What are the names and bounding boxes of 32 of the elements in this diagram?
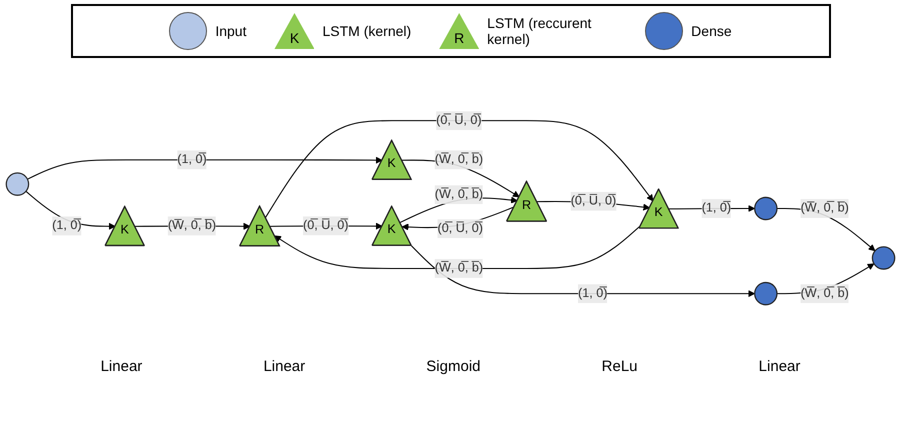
node-circle [872,246,896,270]
legend-label: LSTM (reccurent kernel) [487,15,592,47]
edge-label: (0̅, U̅, 0̅) [570,194,616,208]
layer-activation-label: Linear [263,358,306,375]
layer-activation-label: Linear [758,358,800,375]
edge-label: (W̅, 0̅, b̅) [434,152,484,166]
edge-label: (W̅, 0̅, b̅) [434,188,484,201]
edge-label: (W̅, 0̅, b̅) [434,261,484,275]
edge-label: (0̅, U̅, 0̅) [438,222,483,235]
arrow [265,120,654,218]
arrow [411,245,755,298]
edge-label: (0̅, U̅, 0̅) [303,218,348,232]
edge-label: (1, 0̅) [702,201,732,215]
layer-activation-label: ReLu [602,358,638,375]
edge-label: (1, 0̅) [578,286,608,300]
triangle-swatch: K [274,13,314,49]
triangle-swatch: R [439,13,480,49]
arrow [27,156,383,180]
edge-label: (1, 0̅) [177,152,207,166]
layer-activation-label: Linear [100,358,142,375]
edge-label: (0̅, U̅, 0̅) [436,114,482,127]
edge-label: (W̅, 0̅, b̅) [168,218,216,232]
edge-label: (1, 0̅) [52,218,82,232]
legend-label: Input [215,23,246,39]
node-circle [754,282,778,306]
layer-activation-label: Sigmoid [426,358,480,375]
edge-label: (W̅, 0̅, b̅) [800,201,849,215]
legend-label: Dense [691,23,732,39]
edge-label: (W̅, 0̅, b̅) [800,286,849,300]
node-circle [754,196,778,220]
legend-label: LSTM (kernel) [322,23,412,39]
node-circle [6,172,30,196]
